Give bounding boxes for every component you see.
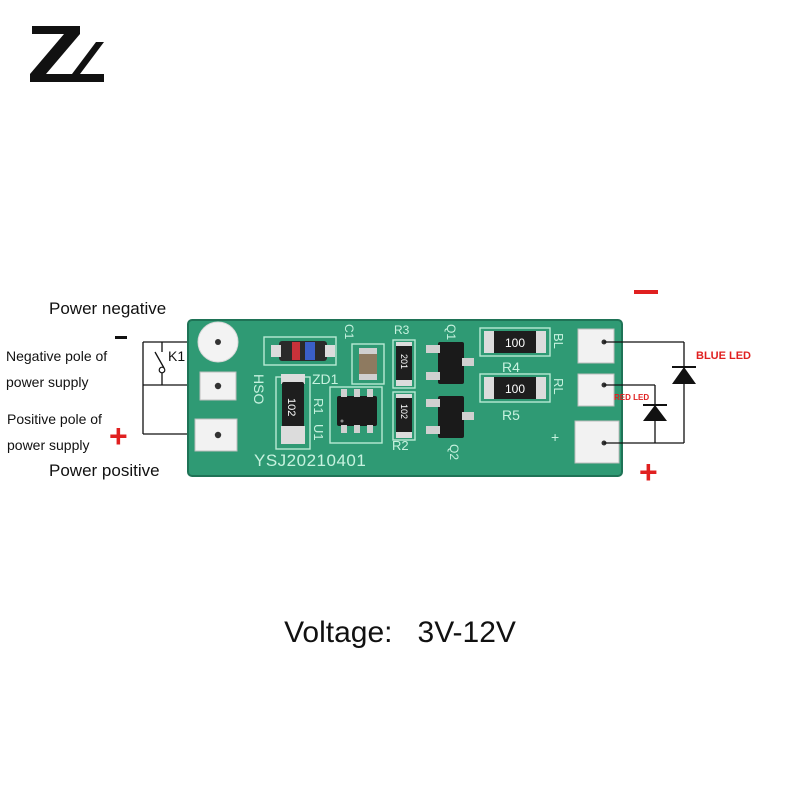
power-negative-label: Power negative (49, 299, 167, 318)
right-pads (574, 328, 620, 464)
power-positive-label: Power positive (49, 461, 160, 480)
switch-contact (158, 366, 166, 374)
r2-value: 102 (399, 404, 409, 419)
positive-pole-label-line2: power supply (7, 437, 90, 453)
blue-led-label: BLUE LED (696, 350, 751, 362)
voltage-spec: Voltage: 3V-12V (0, 616, 800, 650)
r5-label: R5 (502, 407, 520, 423)
voltage-label: Voltage: (284, 616, 393, 649)
pad-label-plus: + (551, 429, 559, 445)
minus-symbol-right (634, 290, 658, 294)
r2-resistor (396, 394, 412, 438)
voltage-value: 3V-12V (417, 616, 516, 649)
positive-pole-label-line1: Positive pole of (7, 411, 102, 427)
minus-symbol-left (115, 336, 127, 339)
right-wiring (604, 341, 685, 444)
r3-resistor (396, 342, 412, 386)
r4-resistor (484, 331, 546, 353)
q1-label: Q1 (444, 324, 458, 340)
pad-label-bl: BL (551, 333, 566, 349)
zd1-diode (271, 341, 335, 361)
red-led-diode-icon (643, 404, 667, 421)
q2-transistor (426, 396, 474, 438)
zl-logo-icon (30, 26, 104, 82)
board-marking: YSJ20210401 (254, 451, 366, 470)
blue-led-diode-icon (672, 366, 696, 384)
r1-value: 102 (285, 398, 297, 416)
capacitor (359, 348, 377, 380)
negative-pole-label-line1: Negative pole of (6, 348, 108, 364)
left-pads (194, 371, 238, 452)
pad-label-rl: RL (551, 378, 566, 395)
r3-label: R3 (394, 323, 410, 337)
r4-value: 100 (505, 336, 525, 350)
r1-label: R1 (311, 398, 326, 415)
r5-value: 100 (505, 382, 525, 396)
r4-label: R4 (502, 359, 520, 375)
pad-label-hso: HSO (251, 374, 267, 404)
c1-label: C1 (342, 324, 356, 340)
u1-chip (337, 389, 377, 433)
negative-pole-label-line2: power supply (6, 374, 89, 390)
q2-label: Q2 (447, 444, 461, 460)
r1-resistor (281, 374, 305, 444)
r2-label: R2 (392, 438, 409, 453)
red-led-label: RED LED (614, 393, 649, 402)
r3-value: 201 (399, 354, 409, 369)
plus-symbol-right: + (639, 454, 658, 490)
brand-logo (30, 26, 104, 82)
r5-resistor (484, 377, 546, 399)
plus-symbol-left: + (109, 418, 128, 454)
u1-label: U1 (311, 424, 326, 441)
switch-label: K1 (168, 348, 185, 364)
zd1-label: ZD1 (312, 371, 339, 387)
q1-transistor (426, 342, 474, 384)
